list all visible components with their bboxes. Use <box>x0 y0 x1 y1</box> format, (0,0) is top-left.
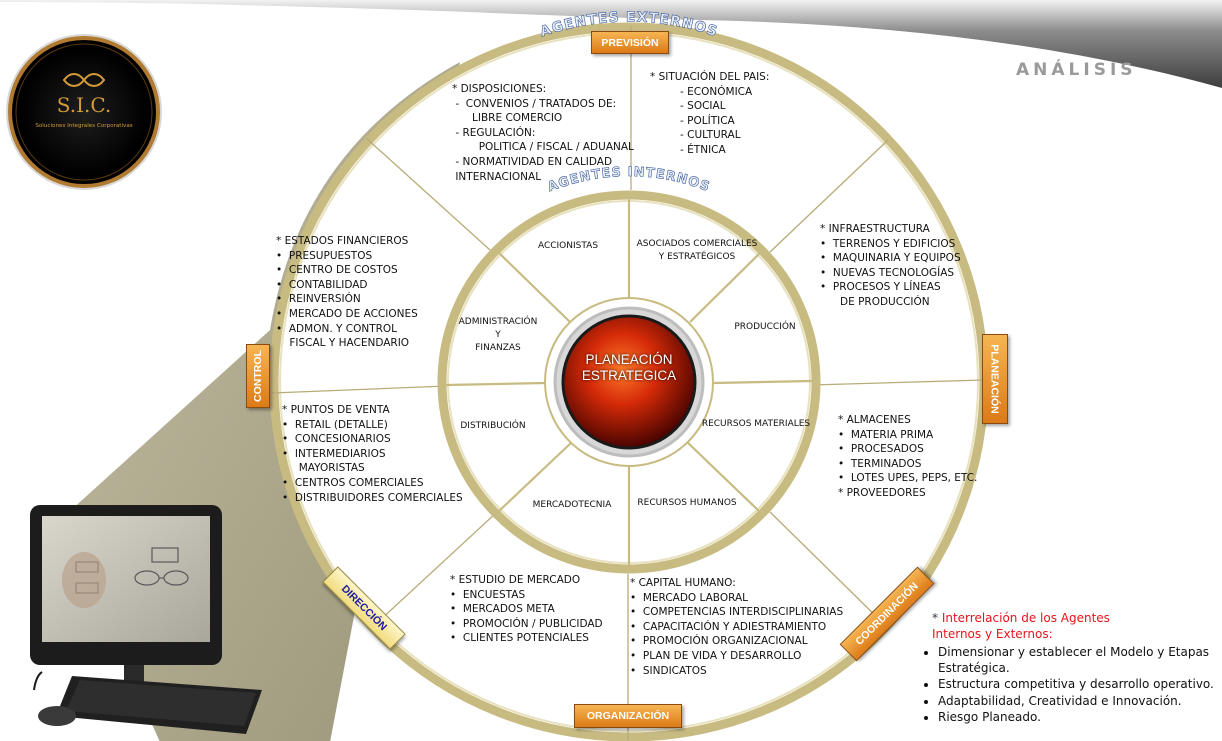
internal-recursos-materiales: RECURSOS MATERIALES <box>701 419 811 429</box>
notes-item: Dimensionar y establecer el Modelo y Eta… <box>938 644 1216 676</box>
stage-control: CONTROL <box>246 344 270 408</box>
stage-organizacion: ORGANIZACIÓN <box>574 704 682 728</box>
stage-control-label: CONTROL <box>252 350 265 402</box>
center-label: PLANEACIÓN ESTRATEGICA <box>566 352 692 384</box>
internal-accionistas: ACCIONISTAS <box>537 241 599 251</box>
notes-panel: * Interrelación de los Agentes Internos … <box>916 610 1216 725</box>
logo: S.I.C. Soluciones Integrales Corporativa… <box>6 34 162 190</box>
notes-item: Estructura competitiva y desarrollo oper… <box>938 676 1216 692</box>
stage-organizacion-label: ORGANIZACIÓN <box>586 710 670 722</box>
notes-list: Dimensionar y establecer el Modelo y Eta… <box>916 644 1216 725</box>
stage-planeacion: PLANEACIÓN <box>982 334 1008 424</box>
external-puntos: * PUNTOS DE VENTA • RETAIL (DETALLE) • C… <box>282 404 463 504</box>
logo-tagline: Soluciones Integrales Corporativas <box>35 123 132 129</box>
notes-star: * <box>932 611 938 625</box>
center-label-line1: PLANEACIÓN <box>585 352 673 367</box>
internal-mercadotecnia: MERCADOTECNIA <box>532 500 612 510</box>
center-core <box>561 314 697 450</box>
stage-prevision: PREVISIÓN <box>591 31 669 54</box>
internal-asociados: ASOCIADOS COMERCIALES Y ESTRATÉGICOS <box>636 239 758 262</box>
internal-produccion: PRODUCCIÓN <box>734 322 796 332</box>
logo-brand: S.I.C. <box>57 93 112 117</box>
external-estudio: * ESTUDIO DE MERCADO • ENCUESTAS • MERCA… <box>450 574 603 645</box>
notes-item: Riesgo Planeado. <box>938 709 1216 725</box>
header-band <box>0 0 1222 88</box>
center-label-line2: ESTRATEGICA <box>581 368 677 383</box>
external-disposiciones: * DISPOSICIONES: - CONVENIOS / TRATADOS … <box>452 83 634 183</box>
internal-distribucion: DISTRIBUCIÓN <box>460 421 526 431</box>
stage-prevision-label: PREVISIÓN <box>601 36 659 49</box>
notes-heading-line1: Interrelación de los Agentes <box>941 611 1110 625</box>
external-infraestructura: * INFRAESTRUCTURA • TERRENOS Y EDIFICIOS… <box>820 223 961 308</box>
notes-heading-line2: Internos y Externos: <box>932 627 1053 641</box>
notes-item: Adaptabilidad, Creatividad e Innovación. <box>938 693 1216 709</box>
infinity-icon <box>62 73 106 87</box>
external-estados: * ESTADOS FINANCIEROS • PRESUPUESTOS • C… <box>276 235 418 350</box>
internal-recursos-humanos: RECURSOS HUMANOS <box>637 498 737 508</box>
external-almacenes: * ALMACENES • MATERIA PRIMA • PROCESADOS… <box>838 414 978 499</box>
internal-administracion: ADMINISTRACIÓN Y FINANZAS <box>458 317 538 353</box>
inner-spokes <box>445 196 813 568</box>
external-capital: * CAPITAL HUMANO: • MERCADO LABORAL • CO… <box>630 577 844 677</box>
notes-heading: * Interrelación de los Agentes Internos … <box>932 610 1216 642</box>
computer-illustration <box>30 505 262 734</box>
external-situacion: * SITUACIÓN DEL PAIS: - ECONÓMICA - SOCI… <box>650 71 770 156</box>
stage-planeacion-label: PLANEACIÓN <box>989 344 1002 414</box>
page-title: ANÁLISIS <box>1016 60 1137 80</box>
